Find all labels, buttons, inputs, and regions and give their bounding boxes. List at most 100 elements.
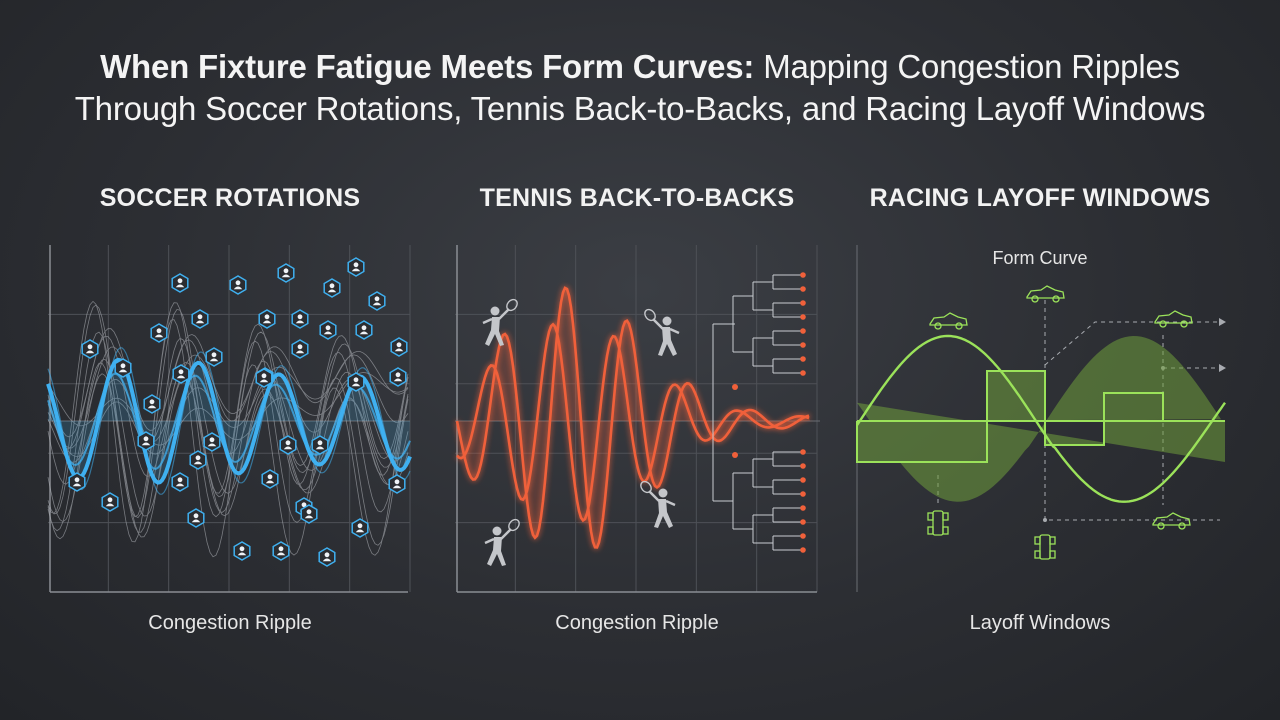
player-hex-icon (347, 257, 365, 277)
player-hex-icon (171, 273, 189, 293)
soccer-ripple-diagram (46, 245, 412, 593)
title-line1-bold: When Fixture Fatigue Meets Form Curves: (100, 48, 755, 85)
player-hex-icon (389, 367, 407, 387)
racing-layoff-blocks (856, 370, 1225, 463)
bracket-node (800, 272, 806, 278)
tennis-heading: TENNIS BACK-TO-BACKS (479, 184, 795, 212)
title-line1-rest: Mapping Congestion Ripples (763, 48, 1180, 85)
player-hex-icon (291, 339, 309, 359)
connector-line (1044, 321, 1220, 366)
bracket-node (732, 452, 738, 458)
player-hex-icon (279, 435, 297, 455)
player-hex-icon (229, 275, 247, 295)
bracket-line (753, 303, 774, 317)
tennis-wave-fill (457, 287, 810, 548)
race-car-icon (1154, 310, 1193, 328)
soccer-caption: Congestion Ripple (148, 612, 312, 634)
bracket-node (732, 384, 738, 390)
player-hex-icon (150, 323, 168, 343)
bracket-node (800, 370, 806, 376)
bracket-line (733, 459, 754, 487)
player-hex-icon (318, 547, 336, 567)
player-hex-icon (390, 337, 408, 357)
player-hex-icon (189, 450, 207, 470)
bracket-line (753, 480, 774, 494)
player-hex-icon (137, 431, 155, 451)
bracket-node (800, 314, 806, 320)
player-hex-icon (203, 432, 221, 452)
tennis-ripple-diagram (455, 245, 820, 593)
bracket-line (753, 452, 774, 466)
bracket-line (733, 338, 754, 366)
bracket-line (753, 359, 774, 373)
tennis-wave-primary (455, 286, 810, 549)
bracket-node (800, 342, 806, 348)
bracket-line (753, 331, 774, 345)
bracket-node (800, 505, 806, 511)
player-hex-icon (187, 508, 205, 528)
bracket-node (800, 547, 806, 553)
player-hex-icon (114, 358, 132, 378)
race-car-icon (1034, 534, 1056, 560)
bracket-line (753, 508, 774, 522)
soccer-heading: SOCCER ROTATIONS (99, 184, 361, 212)
bracket-line (753, 275, 774, 289)
page-title: When Fixture Fatigue Meets Form Curves: … (0, 46, 1280, 130)
tennis-player-icon (644, 308, 680, 356)
player-hex-icon (233, 541, 251, 561)
bracket-line (753, 536, 774, 550)
player-hex-icon (172, 364, 190, 384)
bracket-line (713, 473, 734, 529)
bracket-node (800, 328, 806, 334)
tennis-wave-secondary (456, 322, 810, 523)
bracket-node (800, 356, 806, 362)
race-car-icon (927, 510, 949, 536)
bracket-node (800, 286, 806, 292)
racing-layoff-diagram (856, 245, 1226, 592)
player-hex-icon (300, 504, 318, 524)
player-hex-icon (347, 372, 365, 392)
player-hex-icon (323, 278, 341, 298)
race-car-icon (1026, 285, 1065, 303)
player-hex-icon (272, 541, 290, 561)
player-hex-icon (81, 339, 99, 359)
soccer-wave-tertiary (47, 347, 411, 495)
player-hex-icon (171, 472, 189, 492)
bracket-node (800, 449, 806, 455)
bracket-node (800, 519, 806, 525)
arrow-head (1219, 318, 1226, 326)
player-hex-icon (355, 320, 373, 340)
player-hex-icon (191, 309, 209, 329)
bracket-line (733, 282, 754, 310)
tennis-waves (455, 286, 810, 549)
background-wave (47, 302, 409, 546)
tennis-bracket (712, 272, 806, 553)
player-hex-icon (143, 394, 161, 414)
racing-area-fill (857, 336, 1225, 502)
player-hex-icon (68, 472, 86, 492)
background-wave (47, 308, 409, 532)
player-hex-icon (319, 320, 337, 340)
tennis-player-icon (482, 298, 518, 346)
player-hex-icon (277, 263, 295, 283)
bracket-node (800, 477, 806, 483)
player-hex-icon (388, 474, 406, 494)
bracket-node (800, 491, 806, 497)
race-car-icon (929, 312, 968, 330)
bracket-node (800, 300, 806, 306)
bracket-line (733, 515, 754, 543)
racing-form-curve (856, 334, 1226, 503)
player-hex-icon (205, 347, 223, 367)
player-hex-icon (291, 309, 309, 329)
player-hex-icon (368, 291, 386, 311)
player-hex-icon (311, 435, 329, 455)
racing-car-icons (927, 285, 1193, 560)
title-line2: Through Soccer Rotations, Tennis Back-to… (74, 90, 1206, 127)
tennis-player-icon (640, 480, 676, 528)
racing-caption: Layoff Windows (969, 612, 1111, 634)
player-hex-icon (261, 469, 279, 489)
race-car-icon (1152, 512, 1191, 530)
player-hex-icon (255, 368, 273, 388)
tennis-player-icon (484, 518, 520, 566)
tennis-player-icons (482, 298, 680, 566)
